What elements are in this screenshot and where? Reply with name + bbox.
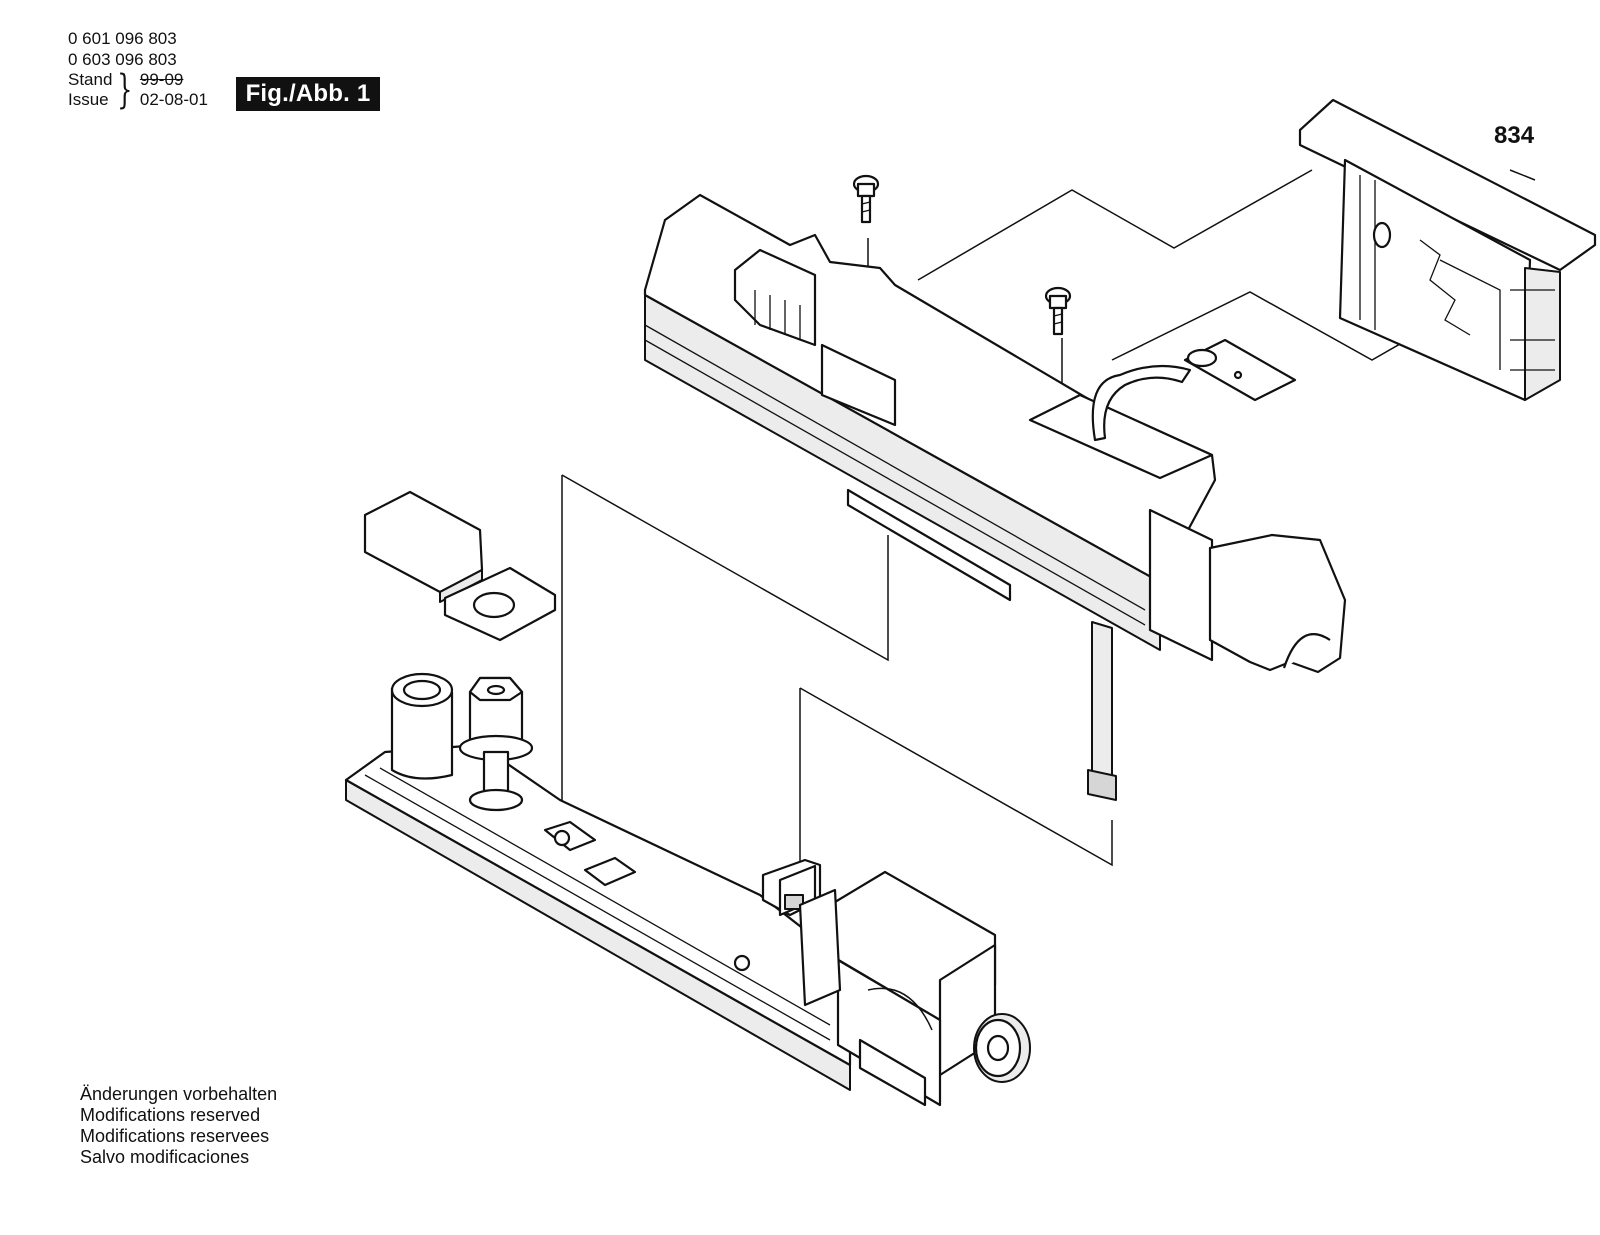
stand-issue-row: Stand Issue } 99-09 02-08-01	[68, 70, 208, 110]
brace-icon: }	[117, 67, 133, 113]
part-number-2: 0 603 096 803	[68, 50, 177, 69]
figure-label: Fig./Abb. 1	[236, 77, 380, 111]
issue-label: Issue	[68, 90, 109, 109]
notice-line-es: Salvo modificaciones	[80, 1147, 250, 1167]
bracket-part	[363, 490, 557, 642]
stand-issue-dates: 99-09 02-08-01	[140, 70, 208, 110]
stand-issue-labels: Stand Issue	[68, 70, 112, 110]
part-label-834: 834	[1494, 122, 1535, 149]
stand-label: Stand	[68, 70, 113, 89]
base-plate	[344, 672, 1031, 1107]
end-cap-part	[1298, 98, 1597, 402]
part-number-1: 0 601 096 803	[68, 29, 177, 48]
notice-line-fr: Modifications reservees	[80, 1126, 270, 1146]
header-block: 0 601 096 803 0 603 096 803 Stand Issue …	[68, 28, 208, 110]
modifications-notice: Änderungen vorbehalten Modifications res…	[80, 1084, 277, 1168]
stand-date: 99-09	[139, 70, 184, 89]
screw-right	[1044, 286, 1072, 336]
screw-left	[852, 174, 880, 224]
notice-line-de: Änderungen vorbehalten	[80, 1084, 278, 1104]
issue-date: 02-08-01	[139, 90, 208, 109]
upper-housing	[643, 193, 1347, 801]
notice-line-en: Modifications reserved	[80, 1105, 261, 1125]
